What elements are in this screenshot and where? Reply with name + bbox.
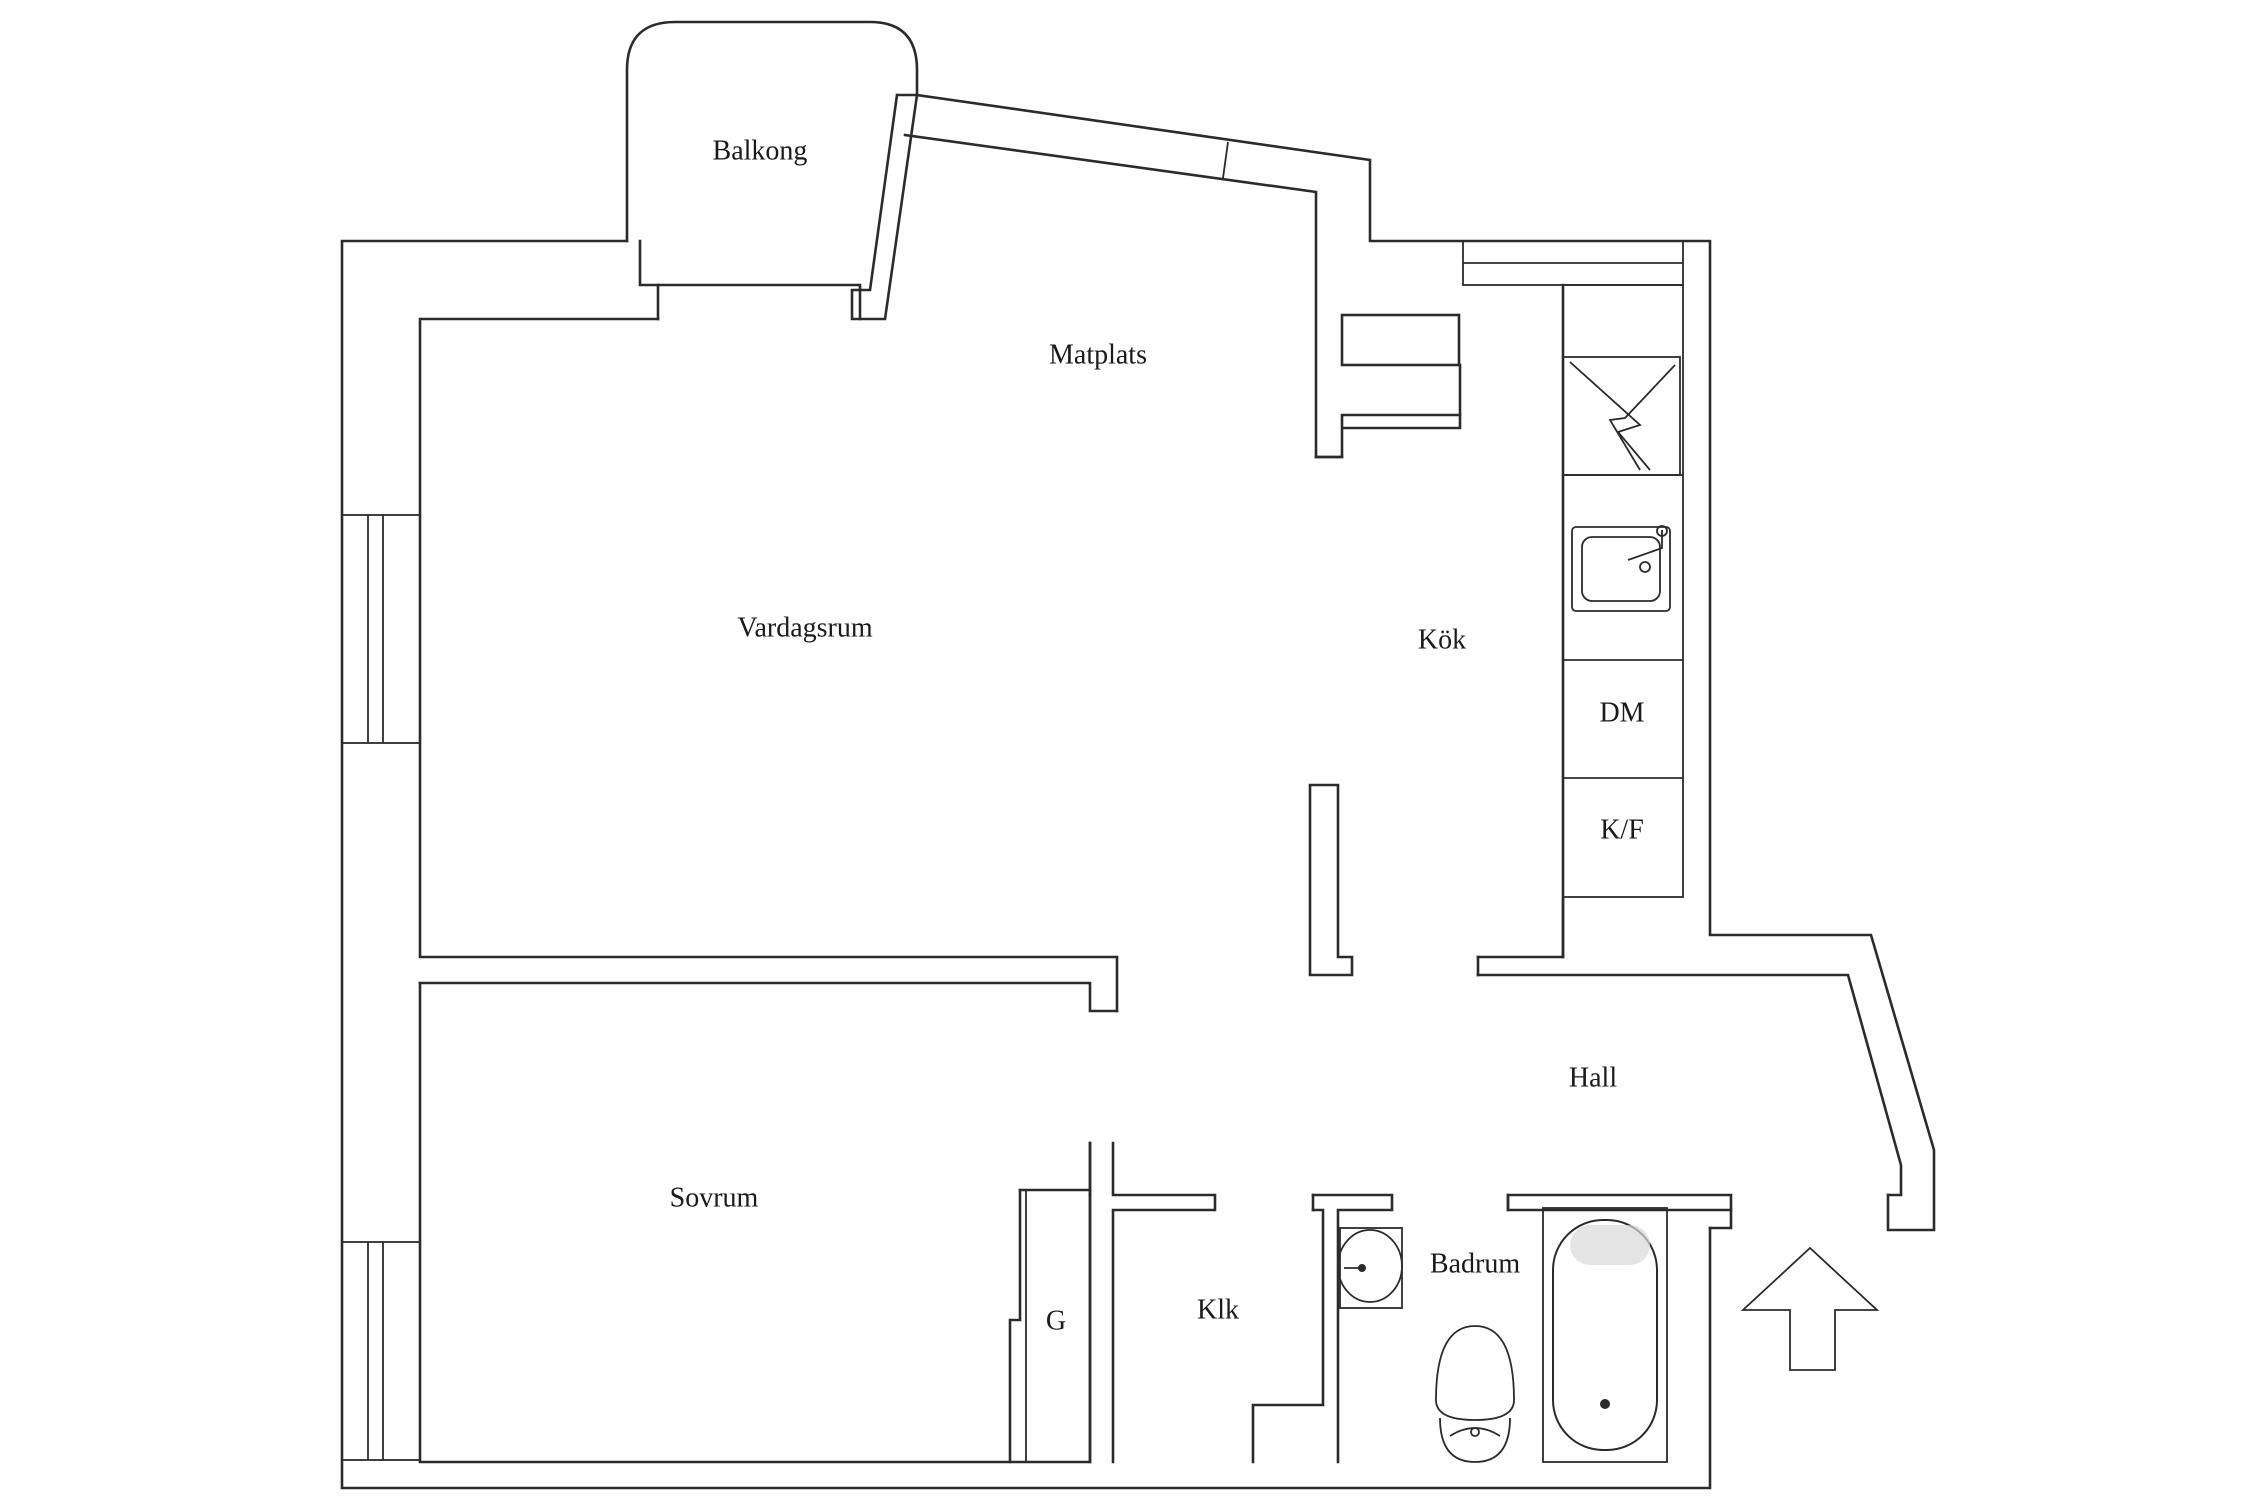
label-vardagsrum: Vardagsrum bbox=[737, 612, 873, 643]
kitchen-sink-icon bbox=[1571, 525, 1671, 612]
label-matplats: Matplats bbox=[1049, 339, 1147, 370]
bathtub-icon bbox=[1542, 1207, 1668, 1463]
label-klk: Klk bbox=[1197, 1294, 1239, 1325]
interior-walls bbox=[1008, 313, 1733, 1464]
label-dm: DM bbox=[1599, 697, 1644, 728]
windows bbox=[341, 141, 1684, 1461]
toilet-icon bbox=[1435, 1325, 1515, 1463]
label-g: G bbox=[1046, 1305, 1066, 1336]
wash-basin-icon bbox=[1337, 1227, 1403, 1309]
label-kok: Kök bbox=[1418, 624, 1466, 655]
label-balkong: Balkong bbox=[713, 135, 808, 166]
entrance-arrow-icon bbox=[1740, 1246, 1880, 1371]
label-badrum: Badrum bbox=[1430, 1248, 1520, 1279]
balcony bbox=[625, 20, 919, 321]
outer-walls bbox=[340, 93, 1936, 1490]
label-kf: K/F bbox=[1600, 814, 1644, 845]
label-sovrum: Sovrum bbox=[670, 1182, 759, 1213]
room-labels: Balkong Matplats Vardagsrum Kök DM K/F H… bbox=[670, 135, 1645, 1336]
label-hall: Hall bbox=[1569, 1062, 1617, 1093]
stove-icon bbox=[1562, 356, 1681, 476]
